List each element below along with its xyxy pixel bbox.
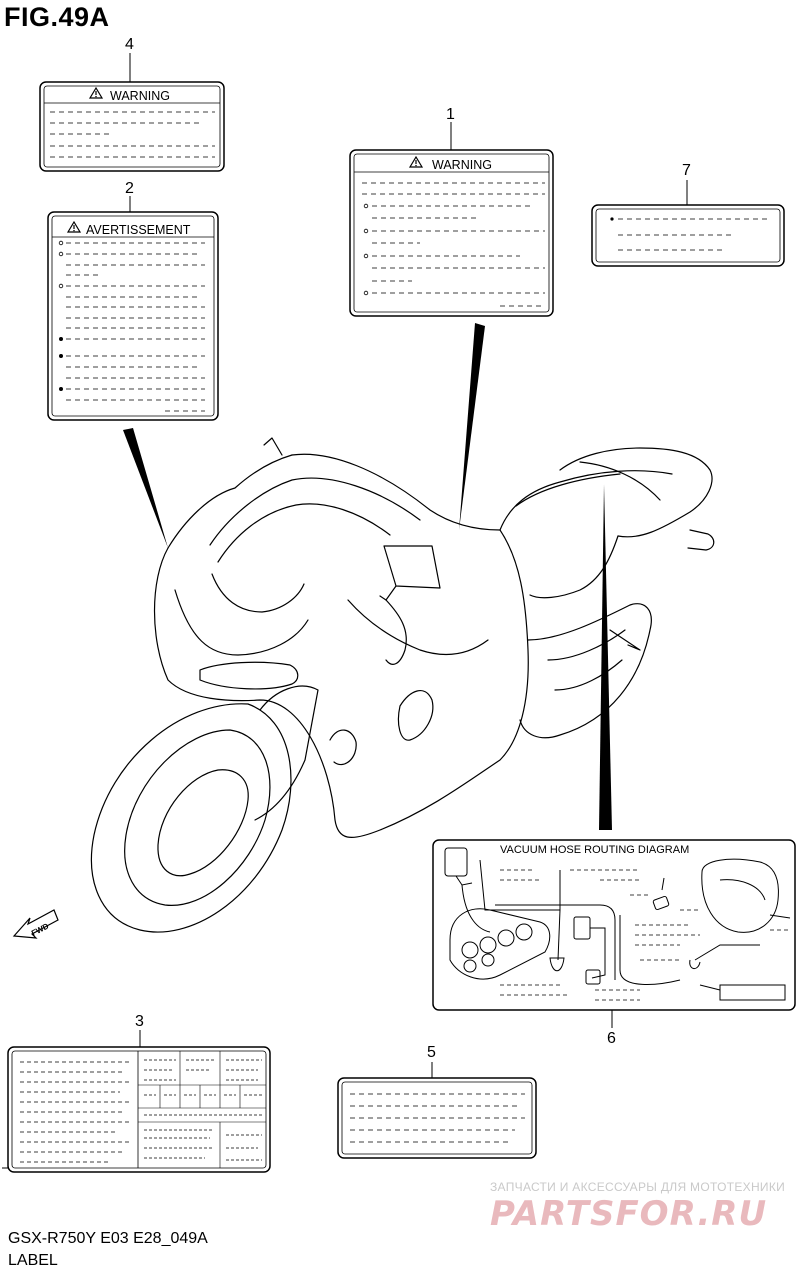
callout-7: 7	[682, 162, 691, 179]
label-7[interactable]	[591, 180, 785, 267]
label-1-leader	[459, 323, 485, 530]
callout-2: 2	[125, 180, 134, 197]
callout-3: 3	[135, 1013, 144, 1030]
label-5[interactable]	[337, 1062, 537, 1159]
callout-4: 4	[125, 36, 134, 53]
label-2-leader	[123, 428, 168, 548]
watermark-logo: PARTSFOR.RU	[490, 1194, 768, 1234]
label-2-avertissement[interactable]: AVERTISSEMENT	[47, 196, 219, 421]
label-2-header: AVERTISSEMENT	[86, 223, 191, 237]
fwd-arrow-icon: FWD	[12, 909, 59, 939]
part-name: LABEL	[8, 1252, 58, 1269]
model-code: GSX-R750Y E03 E28_049A	[8, 1230, 208, 1247]
label-4-warning[interactable]: WARNING	[39, 53, 225, 172]
label-1-warning[interactable]: WARNING	[349, 122, 554, 317]
watermark-tagline: ЗАПЧАСТИ И АКСЕССУАРЫ ДЛЯ МОТОТЕХНИКИ	[490, 1180, 786, 1194]
label-6-vacuum-hose-diagram[interactable]: VACUUM HOSE ROUTING DIAGRAM	[432, 839, 796, 1028]
label-1-header: WARNING	[432, 158, 492, 172]
figure-title: FIG.49A	[4, 2, 110, 32]
label-3[interactable]	[2, 1030, 271, 1173]
callout-5: 5	[427, 1044, 436, 1061]
label-4-header: WARNING	[110, 89, 170, 103]
callout-1: 1	[446, 106, 455, 123]
motorcycle-illustration	[90, 437, 715, 933]
label-6-leader	[599, 484, 612, 830]
callout-6: 6	[607, 1030, 616, 1047]
label-6-header: VACUUM HOSE ROUTING DIAGRAM	[500, 844, 689, 856]
